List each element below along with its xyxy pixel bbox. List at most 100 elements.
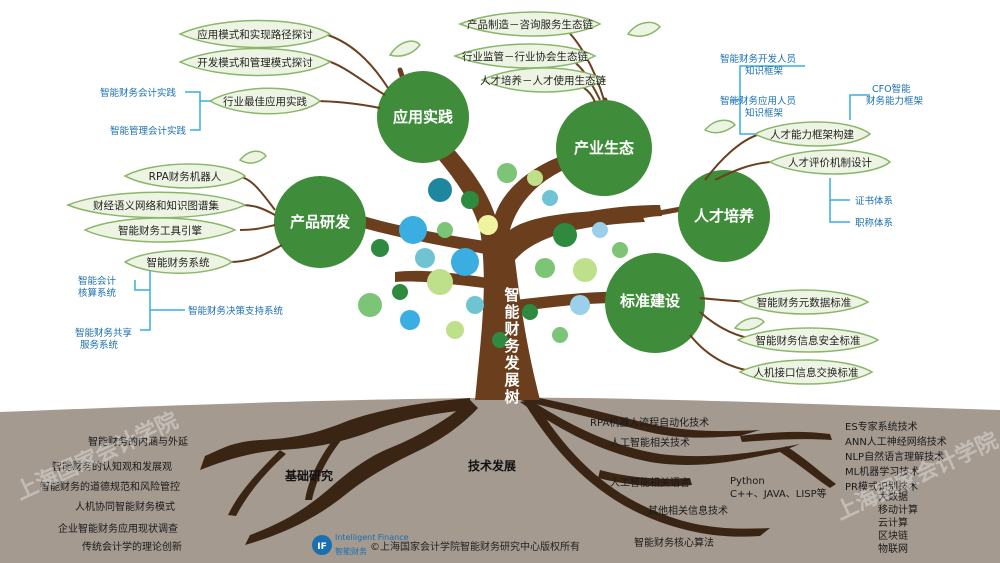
product-sub-3a: 智能财务共享 [75, 327, 132, 339]
leaf-tal-1 [753, 121, 872, 147]
bubble-label: 应用实践 [393, 108, 453, 126]
product-sub-3b: 服务系统 [80, 339, 119, 351]
leaf-ind-1 [457, 11, 602, 37]
leaf-std-3 [738, 359, 874, 385]
other-tech-3: 云计算 [878, 516, 908, 529]
root-left-6: 传统会计学的理论创新 [82, 540, 182, 553]
root-right-1: RPA机器人流程自动化技术 [590, 416, 709, 429]
leaf-labels: 应用模式和实现路径探讨 开发模式和管理模式探讨 行业最佳应用实践 产品制造－咨询… [93, 18, 872, 379]
leaf-ind-label-3: 人才培养－人才使用生态链 [480, 74, 606, 87]
roots-right-title: 技术发展 [468, 458, 516, 473]
other-tech-4: 区块链 [878, 529, 908, 542]
leaf-app-3 [208, 87, 322, 115]
root-left-4: 人机协同智能财务模式 [75, 500, 175, 513]
talent-sub-top-2b: 知识框架 [745, 107, 784, 119]
bubble-label: 产业生态 [574, 139, 634, 157]
blue-connectors [134, 65, 870, 331]
root-right-5: 智能财务核心算法 [634, 536, 714, 549]
roots-left-title: 基础研究 [284, 468, 333, 483]
roots-right: 技术发展 RPA机器人流程自动化技术 人工智能相关技术 人工智能相关语言 其他相… [468, 416, 947, 555]
root-right-3: 人工智能相关语言 [610, 476, 690, 489]
other-tech-5: 物联网 [878, 542, 908, 555]
leaf-app-2 [178, 47, 332, 77]
root-left-3: 智能财务的道德规范和风险管控 [40, 480, 180, 493]
talent-sub-bottom-1: 证书体系 [855, 195, 893, 207]
leaf-std-label-1: 智能财务元数据标准 [757, 296, 852, 309]
leaf-app-1 [178, 19, 332, 49]
root-right-4: 其他相关信息技术 [648, 504, 728, 517]
root-left-5: 企业智能财务应用现状调查 [58, 522, 178, 535]
app-sub-2: 智能管理会计实践 [110, 125, 187, 137]
ai-tech-5: PR模式识别技术 [845, 480, 918, 493]
leaf-std-2 [736, 327, 880, 353]
talent-sub-bottom-2: 职称体系 [855, 217, 893, 229]
root-right-2: 人工智能相关技术 [610, 436, 690, 449]
talent-sub-top-1b: 知识框架 [745, 65, 784, 77]
root-left-2: 智能财务的认知观和发展观 [52, 460, 172, 473]
leaf-sprout-1 [388, 40, 421, 57]
ai-tech-3: NLP自然语言理解技术 [845, 450, 944, 463]
leaf-app-label-3: 行业最佳应用实践 [223, 95, 307, 108]
bubble-talent[interactable]: 人才培养 [678, 170, 770, 262]
talent-cfo-b: 财务能力框架 [866, 95, 924, 107]
leaf-prod-label-2: 财经语义网络和知识图谱集 [93, 199, 219, 212]
leaf-ind-3 [480, 67, 607, 93]
ai-tech-4: ML机器学习技术 [845, 465, 919, 478]
leaf-prod-3 [83, 217, 237, 243]
leaf-std-1 [738, 289, 870, 315]
leaf-std-label-2: 智能财务信息安全标准 [756, 334, 861, 347]
bubble-industry[interactable]: 产业生态 [556, 100, 652, 196]
bubble-application[interactable]: 应用实践 [377, 71, 469, 163]
bubble-label: 人才培养 [694, 207, 755, 225]
copyright: ©上海国家会计学院智能财务研究中心版权所有 [370, 540, 580, 553]
app-sub-1: 智能财务会计实践 [100, 87, 177, 99]
logo-text: Intelligent Finance [335, 533, 409, 542]
languages-line-1: Python [730, 476, 765, 487]
decorative-dots [358, 163, 628, 348]
leaf-sprout-4 [238, 150, 267, 164]
roots-left: 基础研究 智能财务的内涵与外延 智能财务的认知观和发展观 智能财务的道德规范和风… [40, 435, 333, 553]
talent-cfo-a: CFO智能 [872, 83, 911, 95]
other-tech-1: 大数据 [878, 490, 908, 503]
leaf-prod-2 [65, 191, 247, 219]
leaf-tal-label-2: 人才评价机制设计 [788, 156, 872, 169]
leaf-ind-label-1: 产品制造－咨询服务生态链 [467, 18, 593, 31]
leaf-prod-label-4: 智能财务系统 [147, 256, 210, 269]
logo-mark: IF [317, 542, 327, 552]
trunk-char-2: 能 [504, 303, 519, 321]
bubble-product[interactable]: 产品研发 [274, 176, 366, 268]
trunk-char-1: 智 [504, 286, 519, 304]
other-tech-2: 移动计算 [878, 503, 918, 516]
trunk-char-5: 发 [503, 354, 520, 372]
trunk-char-7: 树 [504, 388, 519, 406]
leaf-sprout-5 [733, 317, 765, 331]
leaves [65, 11, 892, 385]
trunk-label: 智 能 财 务 发 展 树 [503, 286, 520, 406]
leaf-std-label-3: 人机接口信息交换标准 [754, 366, 859, 379]
leaf-prod-1 [123, 163, 247, 189]
ai-tech-1: ES专家系统技术 [845, 420, 918, 433]
leaf-prod-label-3: 智能财务工具引擎 [118, 224, 202, 237]
leaf-prod-4 [123, 250, 234, 274]
leaf-app-label-2: 开发模式和管理模式探讨 [197, 56, 313, 69]
roots [200, 396, 836, 545]
leaf-tal-2 [768, 149, 892, 175]
logo-cn: 智能财务 [335, 546, 367, 556]
blue-labels: 智能财务会计实践 智能管理会计实践 智能财务开发人员 知识框架 智能财务应用人员… [75, 53, 924, 351]
product-sub-2: 智能财务决策支持系统 [188, 305, 284, 317]
leaf-prod-label-1: RPA财务机器人 [149, 170, 222, 183]
bubble-label: 产品研发 [290, 213, 351, 231]
bubble-standard[interactable]: 标准建设 [605, 253, 705, 353]
ai-tech-2: ANN人工神经网络技术 [845, 435, 947, 448]
leaf-tal-label-1: 人才能力框架构建 [770, 128, 854, 141]
bubble-label: 标准建设 [619, 292, 680, 310]
product-sub-1b: 核算系统 [78, 287, 117, 299]
leaf-sprout-3 [703, 119, 737, 134]
leaf-app-label-1: 应用模式和实现路径探讨 [197, 28, 313, 41]
product-sub-1a: 智能会计 [78, 275, 117, 287]
trunk-char-6: 展 [504, 371, 519, 389]
leaf-ind-2 [452, 43, 597, 69]
talent-sub-top-2a: 智能财务应用人员 [720, 95, 796, 107]
